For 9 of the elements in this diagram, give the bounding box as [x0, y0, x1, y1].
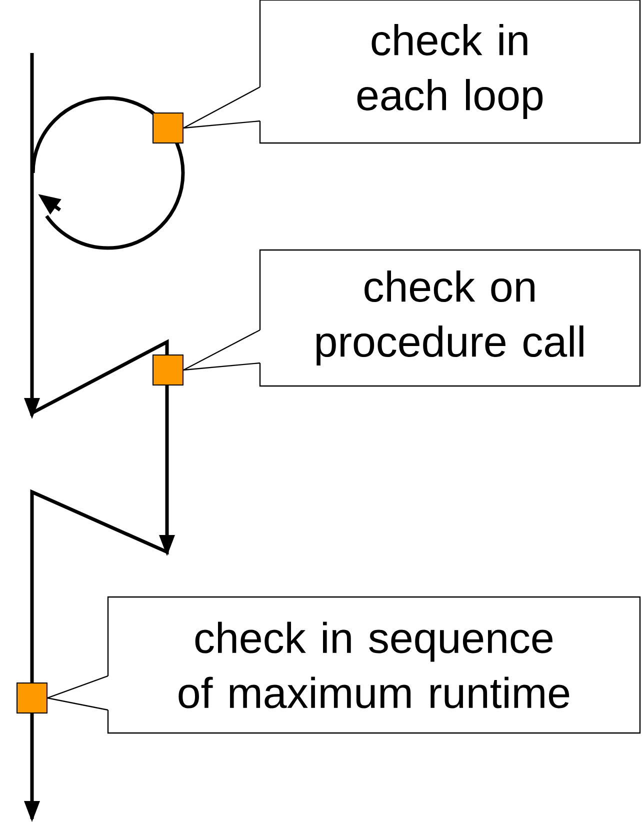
callout-box: check on procedure call	[259, 249, 641, 387]
leader-line	[182, 86, 261, 129]
leader-line	[46, 675, 109, 711]
leader-line	[182, 329, 261, 371]
checkpoint-marker	[152, 112, 184, 144]
checkpoint-marker	[16, 682, 48, 714]
callout-box: check in each loop	[259, 0, 641, 144]
checkpoint-marker	[152, 354, 184, 386]
callout-box: check in sequence of maximum runtime	[107, 596, 641, 734]
